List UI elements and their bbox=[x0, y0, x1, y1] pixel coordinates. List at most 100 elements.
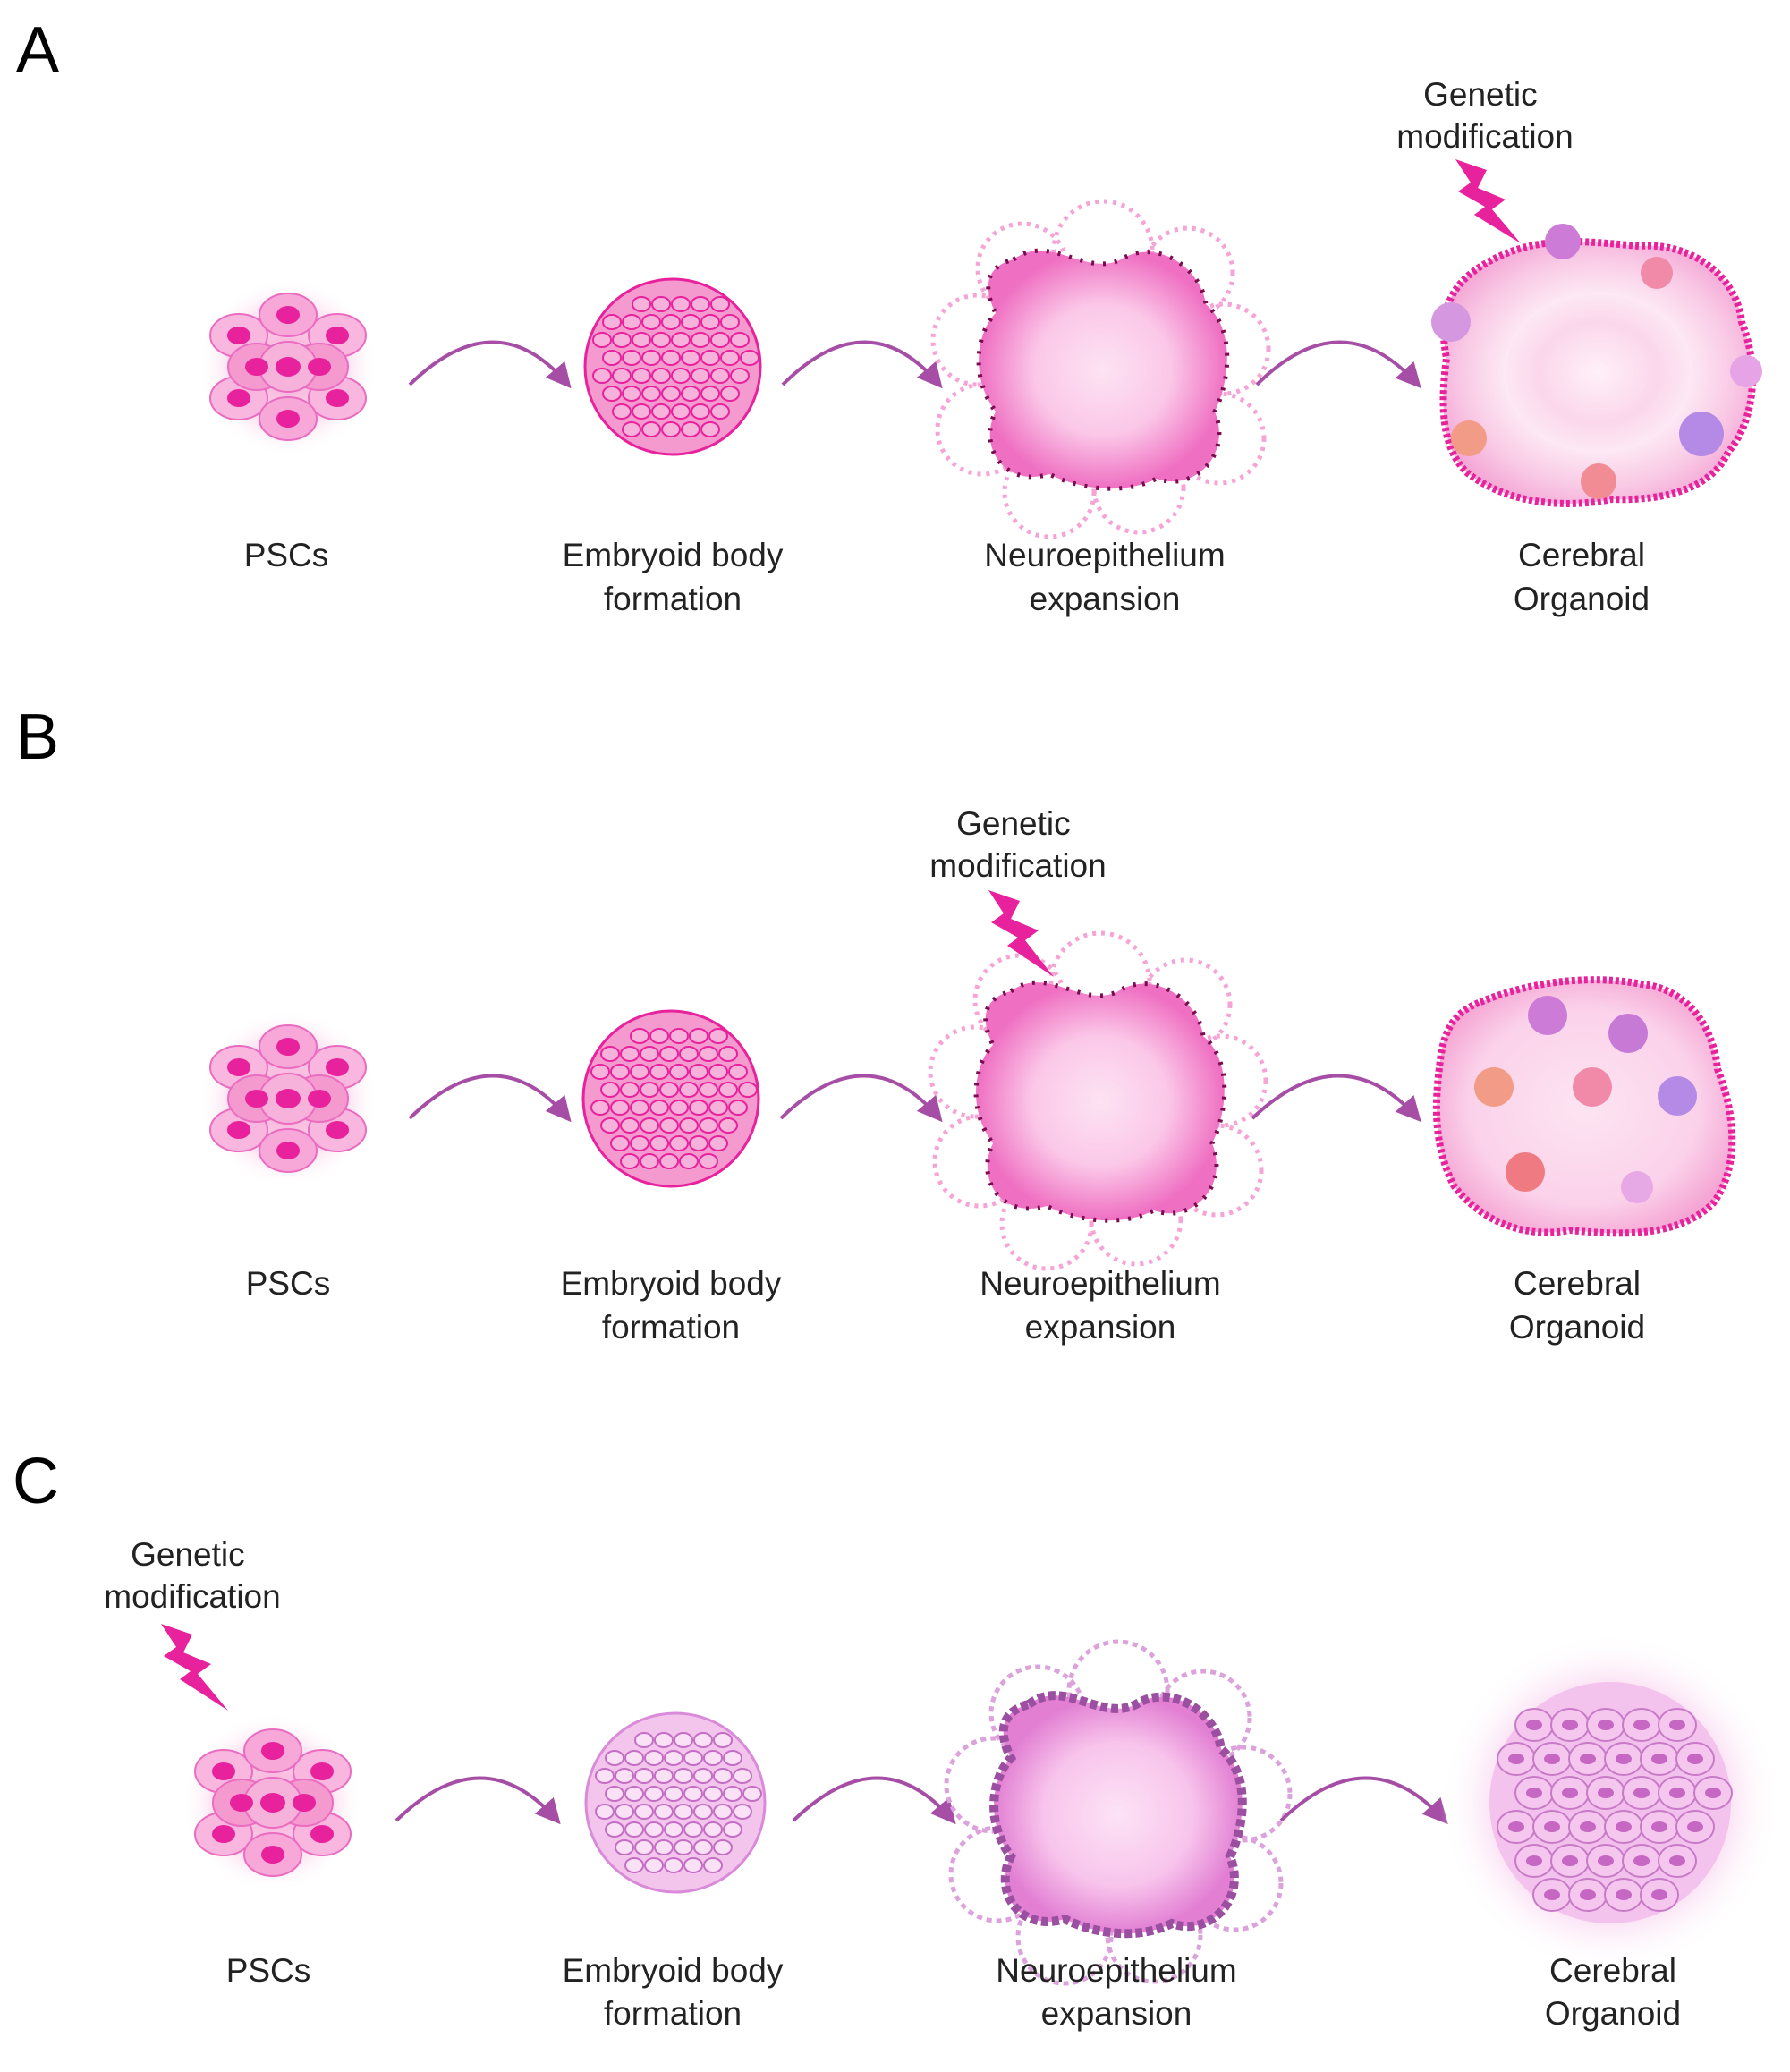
cell bbox=[723, 1786, 742, 1802]
cell bbox=[703, 1821, 723, 1838]
cell-nucleus bbox=[1651, 1889, 1667, 1900]
cell bbox=[641, 350, 661, 366]
cell bbox=[674, 1839, 693, 1855]
cell bbox=[630, 1100, 649, 1116]
cell bbox=[691, 403, 710, 420]
cell bbox=[683, 1750, 703, 1766]
cell-nucleus bbox=[1580, 1821, 1596, 1832]
cell bbox=[671, 368, 691, 384]
cell-nucleus bbox=[1562, 1720, 1578, 1730]
curved-arrow-icon bbox=[792, 1776, 956, 1825]
cell bbox=[699, 1153, 718, 1169]
cell-nucleus bbox=[1633, 1855, 1650, 1866]
cell bbox=[700, 421, 720, 437]
cell bbox=[703, 1786, 723, 1802]
cell bbox=[710, 368, 730, 384]
cell bbox=[700, 350, 720, 366]
cell-nucleus bbox=[1544, 1821, 1560, 1832]
cell bbox=[679, 1082, 699, 1098]
cell bbox=[664, 1786, 683, 1802]
cell bbox=[671, 403, 691, 420]
cell bbox=[640, 1153, 659, 1169]
cell bbox=[634, 1768, 654, 1784]
cell bbox=[693, 1839, 713, 1855]
cell bbox=[622, 350, 641, 366]
cell bbox=[622, 421, 641, 437]
cell bbox=[689, 1028, 708, 1044]
cell bbox=[630, 1135, 649, 1151]
cell bbox=[664, 1821, 683, 1838]
cell bbox=[693, 1804, 713, 1820]
cell bbox=[689, 1100, 708, 1116]
cell-nucleus bbox=[1669, 1855, 1685, 1866]
cell bbox=[600, 1117, 620, 1134]
cell bbox=[708, 1100, 728, 1116]
cell-nucleus bbox=[1651, 1754, 1667, 1764]
cell-nucleus bbox=[1598, 1720, 1614, 1730]
neuroepithelium-icon bbox=[930, 199, 1271, 539]
cell bbox=[659, 1153, 679, 1169]
cell bbox=[733, 1804, 752, 1820]
cell bbox=[644, 1786, 664, 1802]
cell bbox=[720, 386, 740, 402]
cell bbox=[700, 386, 720, 402]
curved-arrow-icon bbox=[408, 340, 572, 389]
cell bbox=[624, 1857, 644, 1873]
cell bbox=[664, 1750, 683, 1766]
curved-arrow-icon bbox=[408, 1074, 572, 1123]
cell bbox=[654, 1768, 674, 1784]
cell bbox=[661, 421, 681, 437]
cell bbox=[620, 1153, 640, 1169]
cell bbox=[723, 1821, 742, 1838]
cell bbox=[632, 368, 651, 384]
cell bbox=[669, 1028, 689, 1044]
cell bbox=[710, 332, 730, 348]
embryoid-body-icon bbox=[584, 1711, 767, 1894]
cell-nucleus bbox=[1633, 1720, 1650, 1730]
cell bbox=[683, 1786, 703, 1802]
panel-letter: A bbox=[16, 14, 59, 86]
cell bbox=[602, 386, 622, 402]
cell-nucleus bbox=[1598, 1788, 1614, 1798]
cell bbox=[679, 1046, 699, 1062]
cell-nucleus bbox=[1508, 1821, 1524, 1832]
cell-nucleus bbox=[1580, 1889, 1596, 1900]
cell bbox=[699, 1046, 718, 1062]
cell bbox=[669, 1135, 689, 1151]
cell bbox=[713, 1768, 733, 1784]
cerebral-organoid-icon bbox=[1431, 224, 1762, 507]
modified-cell-cluster bbox=[1474, 996, 1697, 1203]
curved-arrow-icon bbox=[779, 1074, 943, 1123]
curved-arrow-icon bbox=[1279, 1776, 1448, 1825]
cell-nucleus bbox=[1687, 1821, 1703, 1832]
cerebral-organoid-icon bbox=[1432, 976, 1736, 1237]
cell bbox=[610, 1064, 630, 1080]
cell-nucleus bbox=[1508, 1754, 1524, 1764]
cell bbox=[710, 403, 730, 420]
cell bbox=[620, 1046, 640, 1062]
cell bbox=[691, 368, 710, 384]
psc-cluster-icon bbox=[199, 277, 378, 456]
cell bbox=[634, 1804, 654, 1820]
cell bbox=[649, 1028, 669, 1044]
cell bbox=[605, 1750, 624, 1766]
cell bbox=[590, 1100, 610, 1116]
cell bbox=[703, 1857, 723, 1873]
genetic-modification-label: Genetic modification bbox=[104, 1536, 280, 1615]
cell bbox=[669, 1064, 689, 1080]
cell bbox=[661, 314, 681, 330]
cell bbox=[693, 1768, 713, 1784]
cell bbox=[634, 1839, 654, 1855]
cell bbox=[624, 1786, 644, 1802]
cell-nucleus bbox=[1526, 1855, 1542, 1866]
cell bbox=[693, 1732, 713, 1748]
curved-arrow-icon bbox=[781, 340, 943, 389]
cell bbox=[651, 296, 671, 312]
cell bbox=[595, 1804, 615, 1820]
